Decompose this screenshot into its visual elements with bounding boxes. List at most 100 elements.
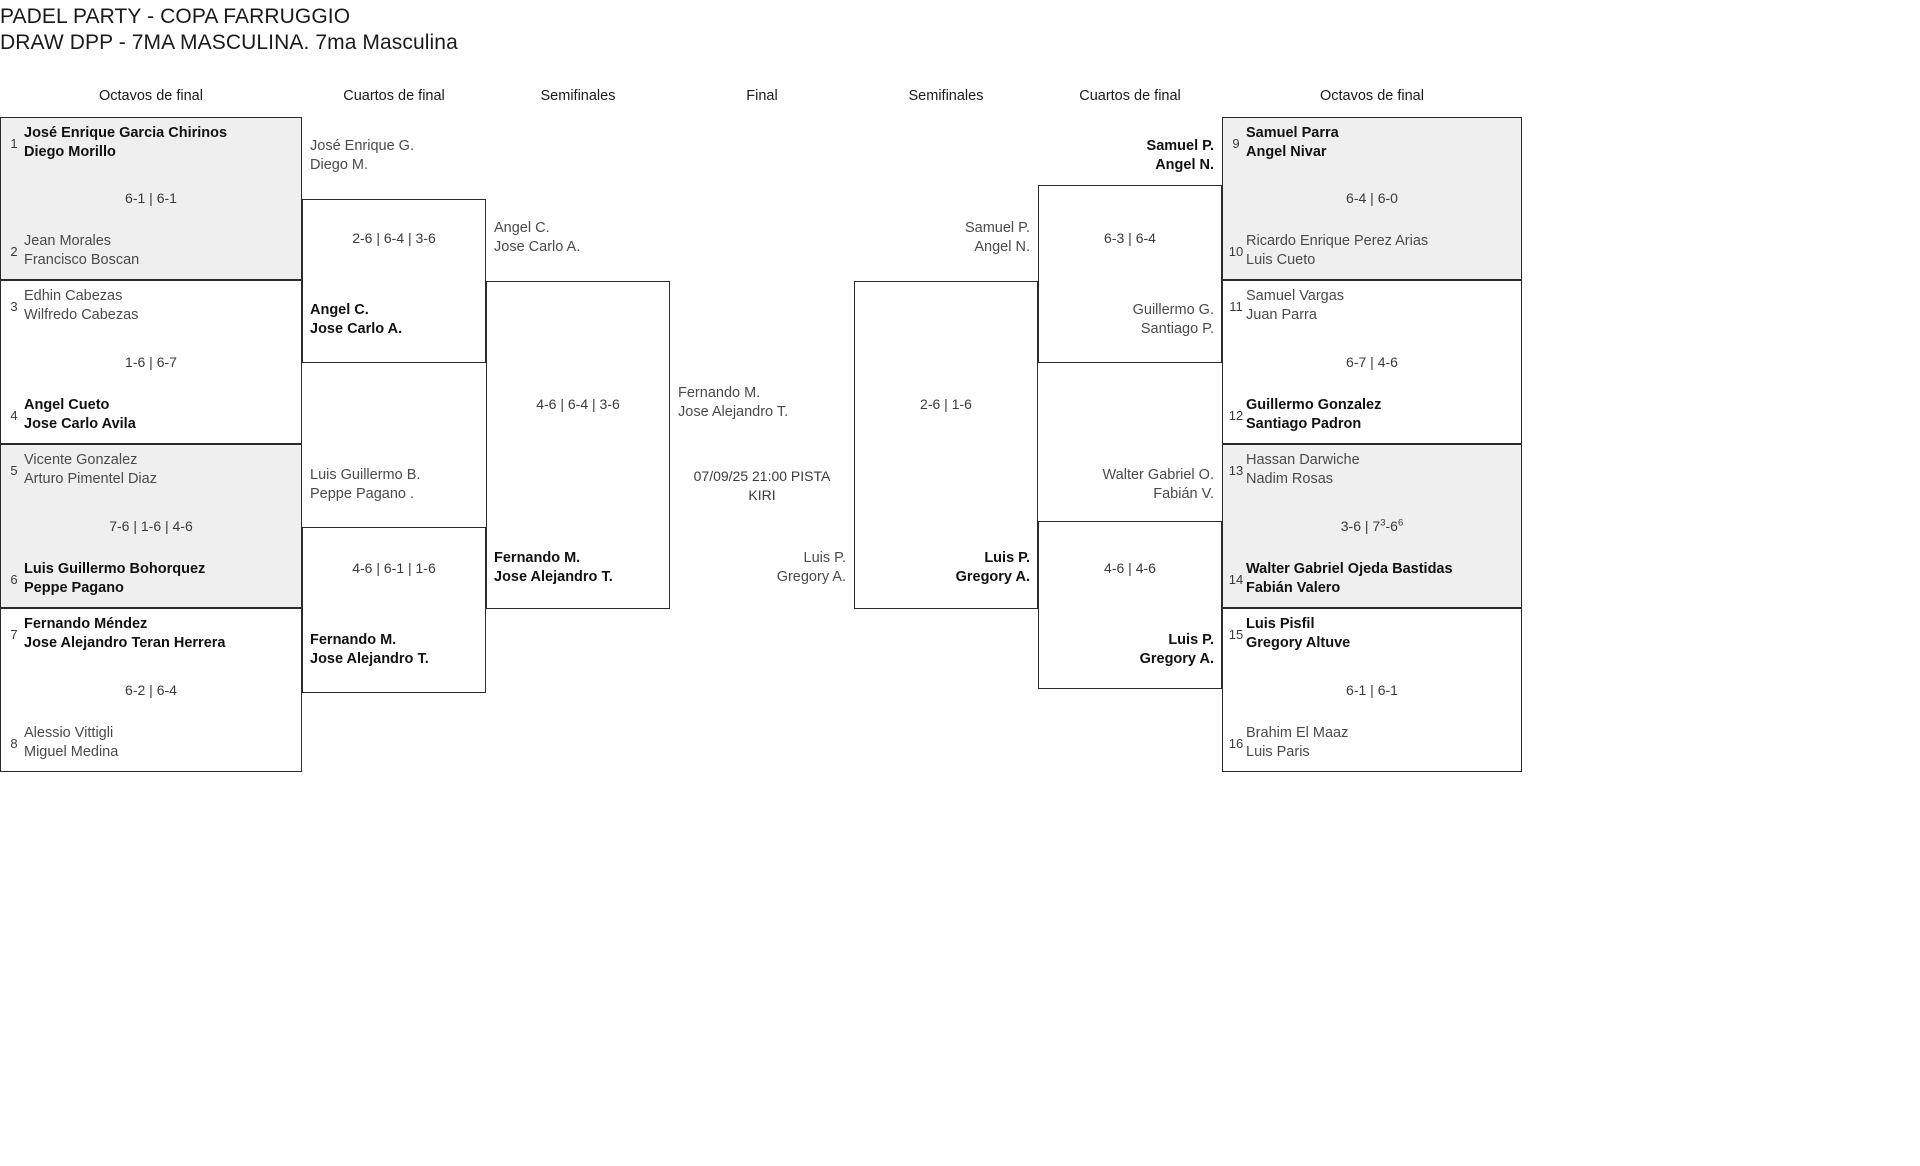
team-l-semi-b[interactable]: Fernando M. Jose Alejandro T. <box>494 549 613 587</box>
player-name: Jean Morales <box>24 233 112 249</box>
player-name: Samuel Parra <box>1246 125 1339 141</box>
player-name: Luis P. <box>803 550 846 566</box>
match-box-r-cua-2[interactable] <box>1038 521 1222 689</box>
team-r-cua-1-a[interactable]: Samuel P. Angel N. <box>1046 137 1214 175</box>
score-r-semi: 2-6 | 1-6 <box>920 396 972 412</box>
player-name: Jose Alejandro Teran Herrera <box>24 635 226 651</box>
team-l-semi-a[interactable]: Angel C. Jose Carlo A. <box>494 219 580 257</box>
player-name: Guillermo G. <box>1132 302 1214 318</box>
player-name: Walter Gabriel Ojeda Bastidas <box>1246 561 1453 577</box>
seed-number: 11 <box>1229 298 1243 314</box>
score-l-cua-1: 2-6 | 6-4 | 3-6 <box>352 230 436 246</box>
score-r-oct-1: 6-4 | 6-0 <box>1346 190 1398 206</box>
player-name: Walter Gabriel O. <box>1102 467 1214 483</box>
player-name: Fernando M. <box>310 632 397 648</box>
player-name: Gregory Altuve <box>1246 635 1351 651</box>
player-name: Jose Carlo Avila <box>24 416 136 432</box>
player-name: Miguel Medina <box>24 744 119 760</box>
draw-name: DRAW DPP - 7MA MASCULINA. 7ma Masculina <box>0 31 458 54</box>
seed-number: 9 <box>1232 135 1240 151</box>
round-header-left-cuartos: Cuartos de final <box>343 88 445 104</box>
team-l-cua-2-a[interactable]: Luis Guillermo B. Peppe Pagano . <box>310 466 420 504</box>
player-name: Fernando M. <box>678 385 761 401</box>
match-box-r-semi-1[interactable] <box>854 281 1038 609</box>
player-name: Gregory A. <box>776 569 846 585</box>
player-name: Jose Alejandro T. <box>678 404 789 420</box>
team-l-cua-1-b[interactable]: Angel C. Jose Carlo A. <box>310 301 402 339</box>
match-box-l-oct-2[interactable] <box>0 280 302 444</box>
match-box-r-oct-2[interactable] <box>1222 280 1522 444</box>
match-box-l-cua-2[interactable] <box>302 527 486 693</box>
final-datetime: 07/09/25 21:00 PISTA <box>693 468 831 484</box>
round-header-left-octavos: Octavos de final <box>99 88 203 104</box>
round-header-right-octavos: Octavos de final <box>1320 88 1424 104</box>
match-box-r-oct-3[interactable] <box>1222 444 1522 608</box>
seed-number: 12 <box>1228 407 1244 423</box>
final-court: KIRI <box>748 487 776 503</box>
match-box-l-oct-3[interactable] <box>0 444 302 608</box>
team-l-cua-2-b[interactable]: Fernando M. Jose Alejandro T. <box>310 631 429 669</box>
player-name: Luis P. <box>1168 632 1214 648</box>
player-name: Angel Cueto <box>24 397 110 413</box>
player-name: Luis Guillermo Bohorquez <box>24 561 206 577</box>
score-r-cua-1: 6-3 | 6-4 <box>1104 230 1156 246</box>
player-name: Jose Alejandro T. <box>494 569 613 585</box>
score-r-oct-2: 6-7 | 4-6 <box>1346 354 1398 370</box>
player-name: Jose Carlo A. <box>310 321 403 337</box>
match-box-r-cua-1[interactable] <box>1038 185 1222 363</box>
seed-number: 10 <box>1228 243 1244 259</box>
player-name: Angel Nivar <box>1246 144 1327 160</box>
match-box-l-cua-1[interactable] <box>302 199 486 363</box>
player-name: Jose Carlo A. <box>494 239 581 255</box>
team-final-bottom[interactable]: Luis P. Gregory A. <box>670 549 846 587</box>
team-r-semi-b[interactable]: Luis P. Gregory A. <box>862 549 1030 587</box>
player-name: Diego M. <box>310 157 369 173</box>
seed-number: 5 <box>10 462 18 478</box>
team-final-top[interactable]: Fernando M. Jose Alejandro T. <box>678 384 788 422</box>
player-name: Ricardo Enrique Perez Arias <box>1246 233 1429 249</box>
match-box-r-oct-4[interactable] <box>1222 608 1522 772</box>
team-r-cua-2-a[interactable]: Walter Gabriel O. Fabián V. <box>1046 466 1214 504</box>
score-l-oct-2: 1-6 | 6-7 <box>125 354 177 370</box>
match-box-l-oct-1[interactable] <box>0 117 302 280</box>
player-name: Angel N. <box>1155 157 1214 173</box>
team-r-cua-2-b[interactable]: Luis P. Gregory A. <box>1046 631 1214 669</box>
player-name: Gregory A. <box>1139 651 1214 667</box>
player-name: Angel C. <box>494 220 550 236</box>
team-l-cua-1-a[interactable]: José Enrique G. Diego M. <box>310 137 414 175</box>
player-name: Guillermo Gonzalez <box>1246 397 1382 413</box>
match-box-l-oct-4[interactable] <box>0 608 302 772</box>
seed-number: 2 <box>10 243 18 259</box>
player-name: Gregory A. <box>955 569 1030 585</box>
player-name: Angel N. <box>974 239 1030 255</box>
player-name: Fabián V. <box>1153 486 1214 502</box>
team-r-semi-a[interactable]: Samuel P. Angel N. <box>862 219 1030 257</box>
player-name: Fabián Valero <box>1246 580 1341 596</box>
match-box-l-semi-1[interactable] <box>486 281 670 609</box>
score-r-oct-3: 3-6 | 73-66 <box>1340 517 1404 534</box>
player-name: Luis Guillermo B. <box>310 467 421 483</box>
player-name: Wilfredo Cabezas <box>24 307 139 323</box>
seed-number: 14 <box>1228 571 1244 587</box>
match-box-r-oct-1[interactable] <box>1222 117 1522 280</box>
team-r-cua-1-b[interactable]: Guillermo G. Santiago P. <box>1046 301 1214 339</box>
player-name: Luis P. <box>984 550 1030 566</box>
score-l-semi: 4-6 | 6-4 | 3-6 <box>536 396 620 412</box>
score-r-cua-2: 4-6 | 4-6 <box>1104 560 1156 576</box>
